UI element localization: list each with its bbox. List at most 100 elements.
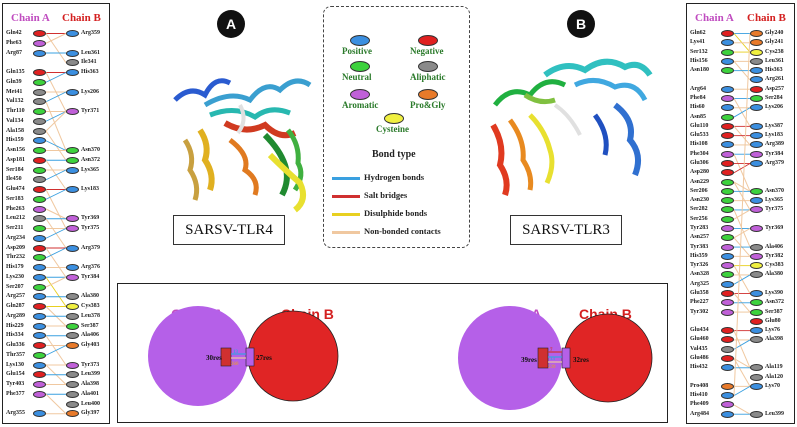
chain-a-residue-label: His108 (690, 141, 708, 148)
chain-b-residue-label: Gly241 (765, 39, 784, 46)
bond-line (733, 358, 751, 369)
chain-a-residue-label: Gln287 (6, 303, 25, 309)
chain-a-residue-marker (33, 332, 46, 340)
chain-a-residue-label: Thr357 (6, 351, 26, 358)
bond-line (733, 181, 751, 192)
chain-b-residue-label: Leu399 (81, 371, 101, 378)
residue-pair-row: Ala158 (3, 126, 109, 136)
chain-b-residue-marker (750, 57, 763, 65)
tlr3-chain-a-circle (458, 306, 562, 410)
chain-a-residue-marker (721, 225, 734, 232)
chain-a-residue-label: Ala158 (6, 127, 24, 134)
chain-a-residue-marker (721, 401, 734, 409)
chain-b-residue-label: Lys76 (765, 327, 781, 334)
chain-a-residue-label: Phe227 (690, 299, 709, 306)
right-panel-header: Chain A Chain B (687, 12, 794, 26)
chain-b-residue-marker (66, 156, 79, 164)
chain-b-residue-label: Ala406 (81, 332, 99, 339)
chain-a-residue-label: Asp280 (690, 169, 710, 176)
chain-a-residue-label: Tyr383 (690, 243, 709, 250)
chain-a-residue-label: Asn230 (690, 197, 710, 204)
bond-line (733, 107, 751, 118)
chain-b-residue-label: Arg376 (81, 264, 100, 270)
chain-a-residue-label: Phe377 (6, 390, 25, 397)
chain-a-residue-marker (33, 98, 46, 106)
bond-line (45, 208, 67, 220)
chain-b-residue-marker (66, 322, 79, 330)
chain-b-residue-label: Leu361 (81, 49, 101, 56)
bond-line (45, 140, 67, 151)
chain-a-residue-marker (721, 410, 734, 418)
chain-b-residue-marker (66, 410, 79, 418)
legend-residue-type-label: Cysteine (376, 124, 409, 134)
bond-line (45, 345, 67, 356)
chain-a-residue-marker (721, 141, 734, 149)
tlr3-chain-a-interface-patch (537, 347, 549, 369)
chain-a-residue-marker (721, 290, 734, 297)
chain-a-residue-marker (721, 187, 734, 195)
chain-a-residue-label: Arg289 (6, 312, 25, 319)
residue-pair-row: Ser207 (3, 282, 109, 292)
chain-b-residue-marker (750, 373, 763, 381)
right-chain-b-title: Chain B (747, 12, 786, 24)
legend-residue-type-label: Aliphatic (410, 72, 446, 82)
chain-a-residue-label: Asn180 (690, 67, 710, 74)
chain-a-residue-label: Val134 (6, 117, 24, 124)
chain-a-residue-label: Phe63 (6, 39, 22, 46)
bond-line (45, 276, 67, 307)
chain-a-residue-label: Thr232 (6, 254, 26, 261)
chain-a-residue-marker (33, 273, 46, 281)
tlr3-chain-b-res: 32res (573, 356, 589, 364)
chain-b-residue-marker (750, 104, 763, 112)
chain-a-residue-label: Glu533 (690, 132, 709, 139)
chain-b-residue-label: Lys390 (765, 290, 784, 296)
chain-b-residue-label: Lys206 (765, 104, 784, 111)
legend-bond-line (332, 195, 360, 198)
bond-line (733, 33, 751, 396)
chain-b-residue-label: Arg261 (765, 76, 784, 83)
bond-line (733, 358, 751, 387)
chain-a-residue-label: Glu358 (690, 290, 709, 296)
chain-b-residue-label: Cys383 (765, 262, 784, 269)
chain-a-residue-marker (33, 127, 46, 135)
chain-a-residue-marker (721, 336, 734, 344)
chain-a-residue-label: Arg355 (6, 410, 25, 417)
chain-a-residue-marker (33, 205, 46, 213)
chain-a-residue-marker (33, 137, 46, 145)
chain-a-residue-label: Tyr302 (690, 308, 709, 315)
residue-pair-row: Asn85 (687, 112, 794, 122)
chain-a-residue-label: Arg325 (690, 280, 709, 287)
chain-a-residue-label: Gln42 (6, 30, 22, 36)
chain-b-residue-marker (750, 290, 763, 297)
chain-b-residue-marker (66, 186, 79, 193)
legend-bond-label: Salt bridges (364, 190, 408, 200)
tlr4-chain-a-interface-patch (220, 347, 232, 367)
chain-a-residue-label: His410 (690, 392, 708, 399)
chain-b-residue-label: Ala401 (81, 390, 99, 397)
legend-bond-line (332, 231, 360, 234)
tlr4-chain-b-res: 27res (256, 354, 272, 362)
legend-bond-line (332, 177, 360, 180)
chain-a-residue-label: His229 (6, 322, 24, 329)
chain-a-residue-label: His334 (6, 332, 24, 339)
chain-b-residue-marker (66, 332, 79, 340)
chain-b-residue-marker (66, 30, 79, 37)
chain-a-residue-marker (33, 381, 46, 388)
chain-a-residue-marker (721, 234, 734, 242)
structure-a-badge: A (217, 10, 245, 38)
chain-b-residue-label: Leu378 (81, 312, 101, 319)
tlr3-chain-a-res: 39res (521, 356, 537, 364)
bond-line (733, 181, 751, 211)
